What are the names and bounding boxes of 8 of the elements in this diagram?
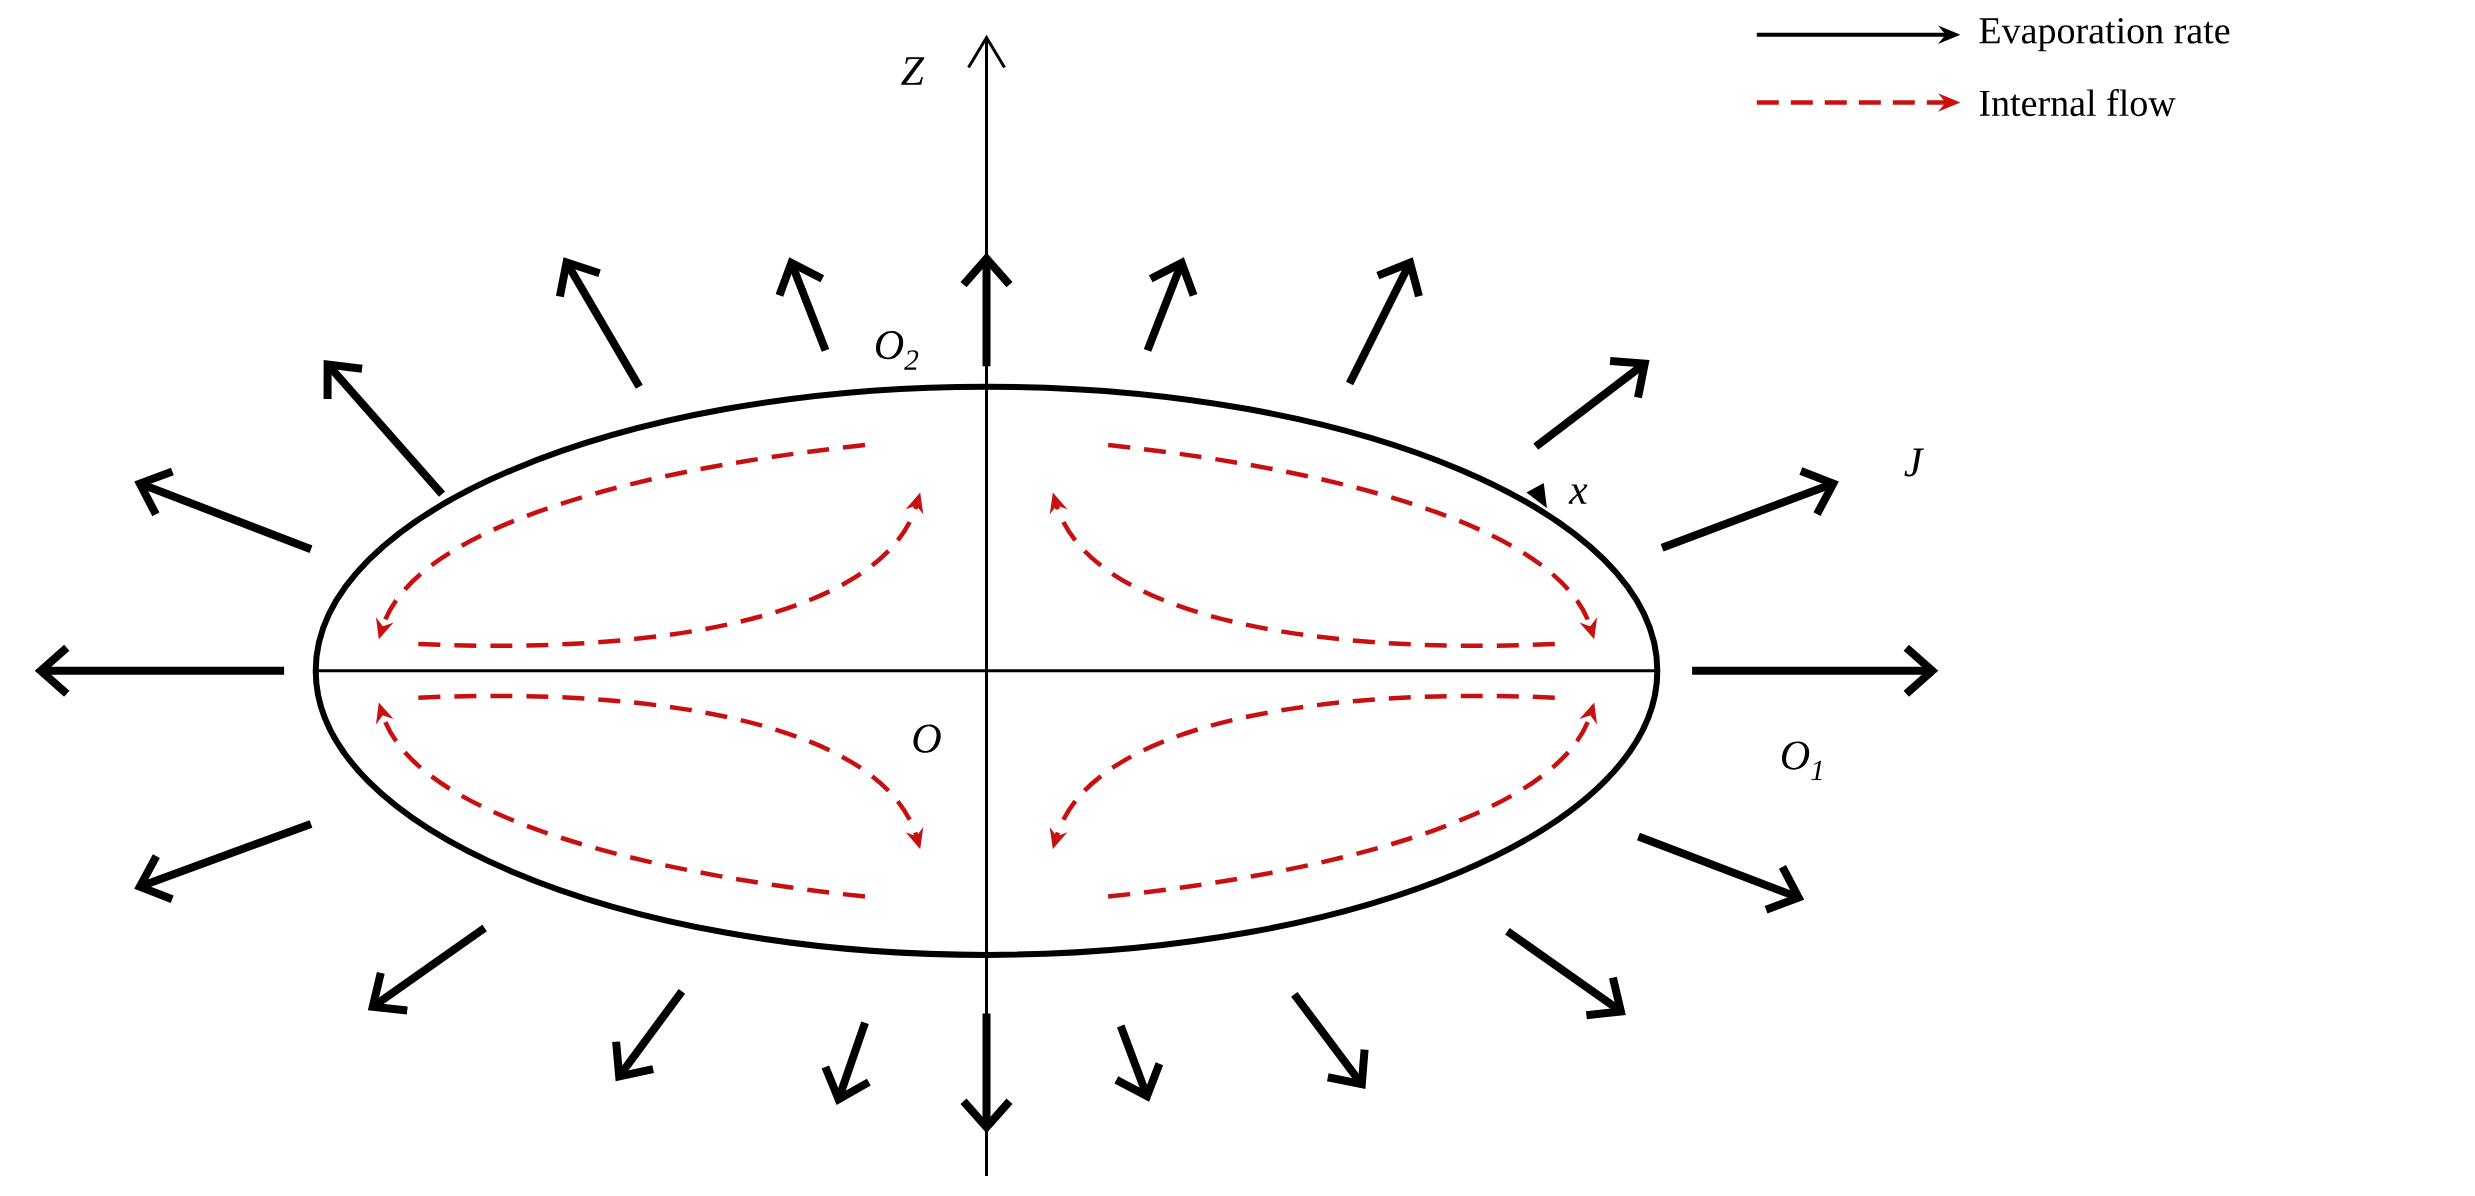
axis-label: O$_{1}$	[1781, 741, 1822, 781]
legend-text: Evaporation rate	[1979, 18, 2230, 52]
axis-label: O	[913, 724, 941, 753]
axis-label: J	[1904, 448, 1925, 477]
legend-text: Internal flow	[1979, 89, 2176, 117]
axis-label: O$_{2}$	[875, 331, 919, 370]
axis-label: x	[1568, 484, 1588, 504]
axis-label: Z	[901, 57, 925, 85]
